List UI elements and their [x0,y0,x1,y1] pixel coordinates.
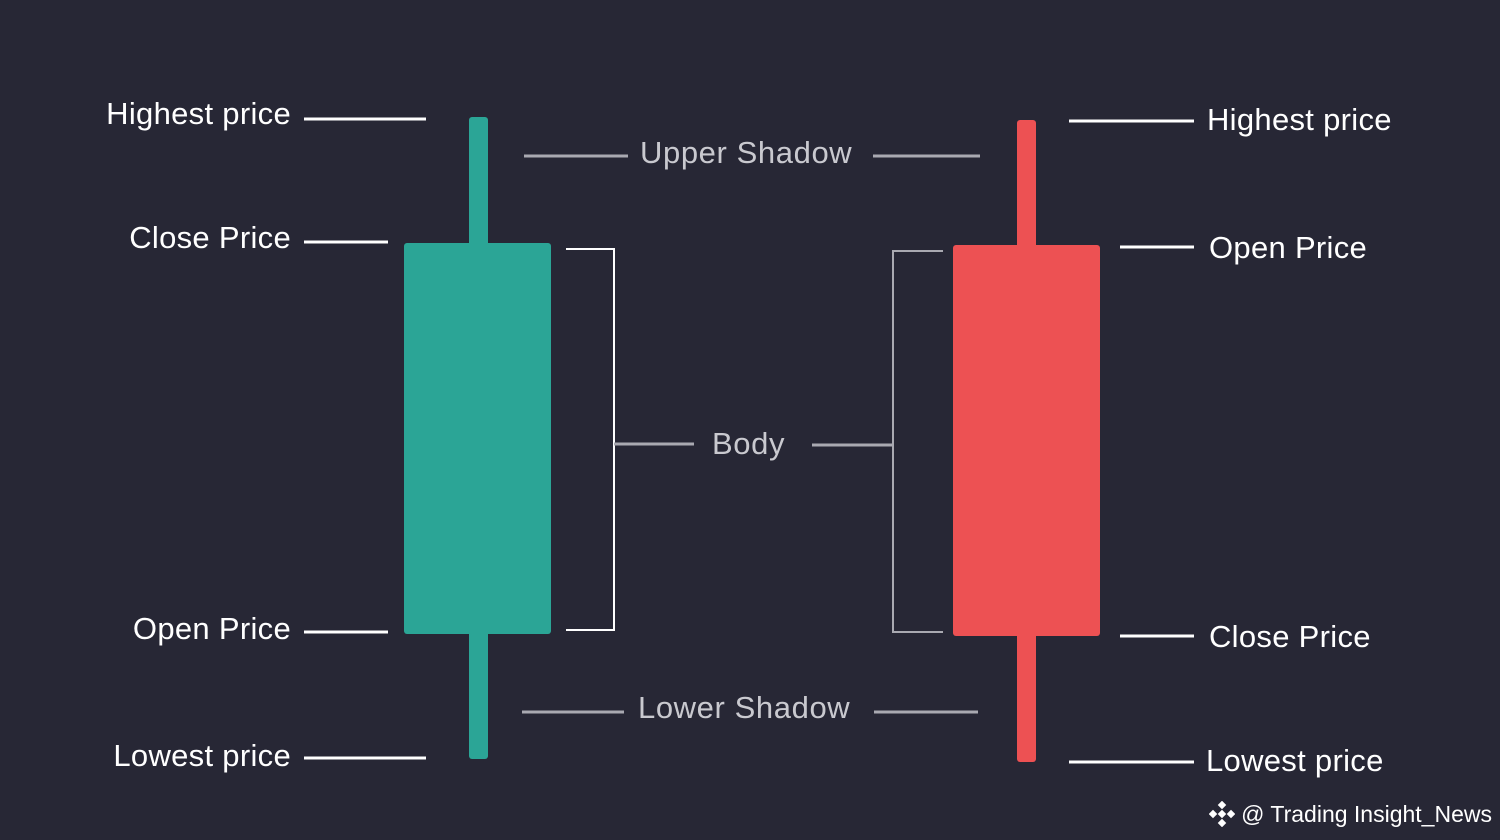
right-close-price-label: Close Price [1209,619,1371,654]
left-lowest-price-label: Lowest price [113,738,291,773]
body-brackets [566,248,943,633]
right-highest-price-label: Highest price [1207,102,1392,137]
bullish-lower-wick [469,630,488,759]
left-close-price-label: Close Price [129,220,291,255]
body-label: Body [712,426,786,461]
left-leader-lines [304,117,426,760]
right-open-price-label: Open Price [1209,230,1368,265]
watermark: @ Trading Insight_News [1209,800,1492,828]
right-leader-lines [1069,119,1194,764]
right-lowest-price-label: Lowest price [1206,743,1384,778]
bearish-body [953,245,1100,636]
upper-shadow-label: Upper Shadow [640,135,853,170]
bullish-upper-wick [469,117,488,247]
bearish-candle [953,120,1100,762]
bullish-body [404,243,551,634]
shadow-lines [522,154,980,714]
bullish-candle [404,117,551,759]
lower-shadow-label: Lower Shadow [638,690,851,725]
bearish-lower-wick [1017,632,1036,762]
right-body-bracket [892,250,943,633]
watermark-text: @ Trading Insight_News [1241,801,1492,827]
diamond-logo-icon [1209,801,1236,827]
left-open-price-label: Open Price [132,611,291,646]
left-highest-price-label: Highest price [106,96,291,131]
left-body-bracket [566,248,615,631]
bearish-upper-wick [1017,120,1036,250]
